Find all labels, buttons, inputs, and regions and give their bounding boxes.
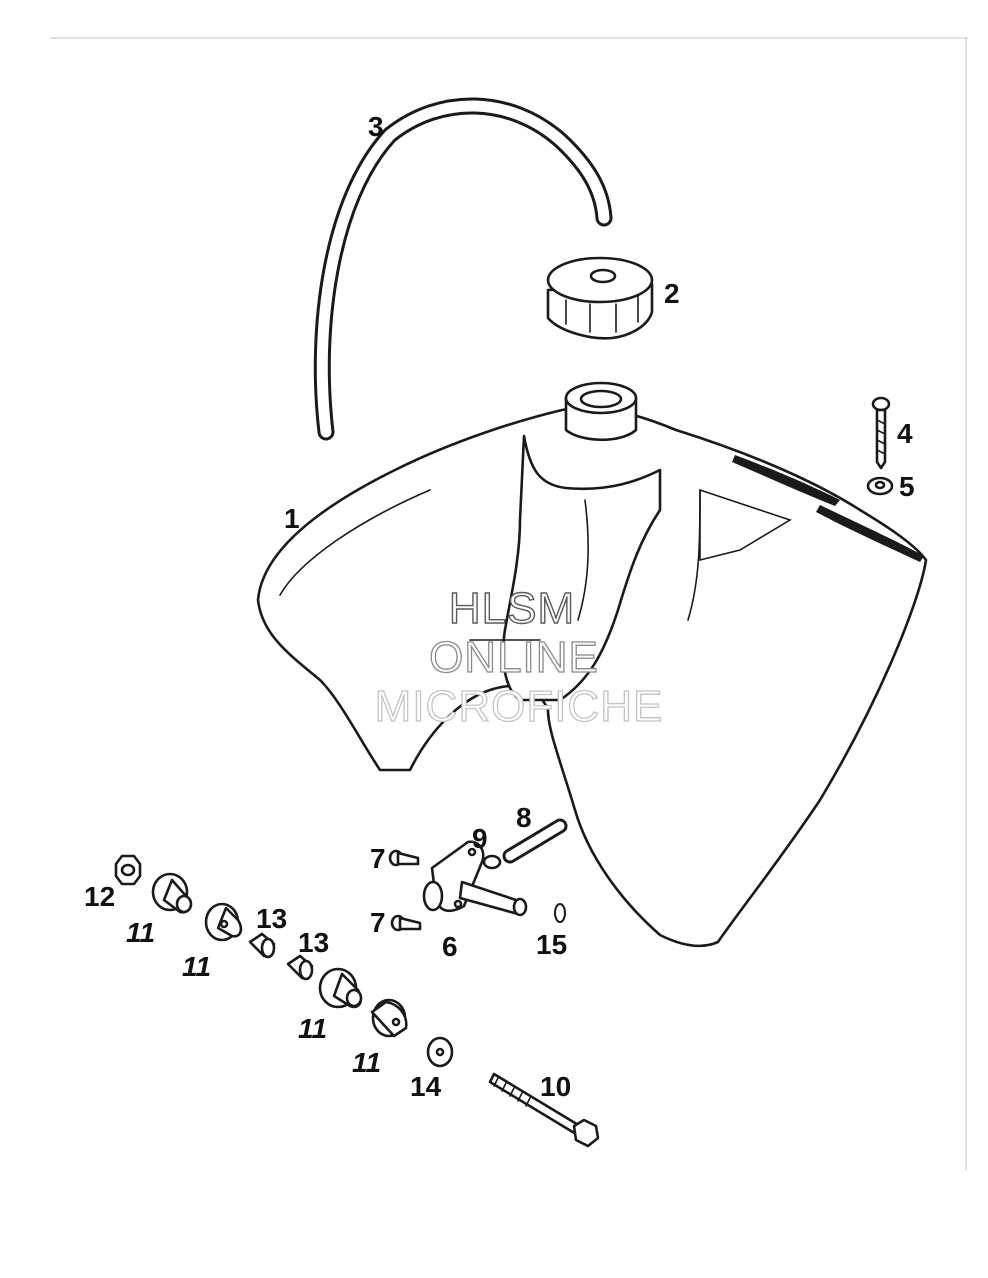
fuel-tap bbox=[422, 840, 528, 917]
callout-tap-screw-lower: 7 bbox=[370, 907, 386, 938]
callout-o-ring: 15 bbox=[536, 929, 567, 960]
vent-hose bbox=[313, 97, 613, 441]
callout-tank: 1 bbox=[284, 503, 300, 534]
spacer-sleeve-a bbox=[248, 932, 276, 959]
watermark: HLSM ONLINE MICROFICHE bbox=[374, 583, 664, 731]
callout-sleeve-b: 13 bbox=[298, 927, 329, 958]
rubber-grommet-c bbox=[318, 967, 363, 1009]
rubber-grommet-b bbox=[204, 902, 243, 942]
mounting-screw bbox=[871, 396, 891, 470]
callout-nut: 12 bbox=[84, 881, 115, 912]
watermark-line-2: ONLINE bbox=[429, 633, 599, 682]
tap-screw-upper bbox=[388, 849, 420, 867]
callout-tap-screw-upper: 7 bbox=[370, 843, 386, 874]
callout-fuel-tap: 6 bbox=[442, 931, 458, 962]
fuel-line bbox=[502, 818, 568, 864]
fuel-tank bbox=[256, 381, 928, 948]
collar-nut bbox=[114, 854, 142, 886]
fuel-cap bbox=[546, 256, 654, 340]
callout-hose-clip: 9 bbox=[472, 823, 488, 854]
callout-sleeve-a: 13 bbox=[256, 903, 287, 934]
callout-washer: 14 bbox=[410, 1071, 442, 1102]
spacer-sleeve-b bbox=[286, 954, 314, 981]
tap-screw-lower bbox=[390, 914, 422, 932]
rubber-grommet-d bbox=[370, 998, 408, 1038]
callout-washer-small: 5 bbox=[899, 471, 915, 502]
rubber-grommet-a bbox=[151, 872, 193, 914]
page-frame bbox=[50, 37, 968, 1170]
mounting-bolt bbox=[488, 1072, 600, 1148]
watermark-line-3: MICROFICHE bbox=[375, 682, 664, 731]
flat-washer bbox=[426, 1036, 454, 1068]
callout-grommet-a: 11 bbox=[126, 917, 155, 948]
o-ring bbox=[554, 903, 566, 923]
callout-cap: 2 bbox=[664, 278, 680, 309]
callout-fuel-line: 8 bbox=[516, 802, 532, 833]
callout-hose: 3 bbox=[368, 111, 384, 142]
callout-grommet-c: 11 bbox=[298, 1013, 327, 1044]
watermark-line-1: HLSM bbox=[449, 584, 575, 633]
callout-screw: 4 bbox=[897, 418, 913, 449]
small-washer bbox=[866, 476, 894, 496]
callout-grommet-b: 11 bbox=[182, 951, 211, 982]
callout-bolt: 10 bbox=[540, 1071, 571, 1102]
hose-clip bbox=[482, 854, 502, 870]
callout-labels: 1 2 3 4 5 6 7 7 8 9 10 11 11 11 11 12 13… bbox=[84, 111, 915, 1102]
callout-grommet-d: 11 bbox=[352, 1047, 381, 1078]
